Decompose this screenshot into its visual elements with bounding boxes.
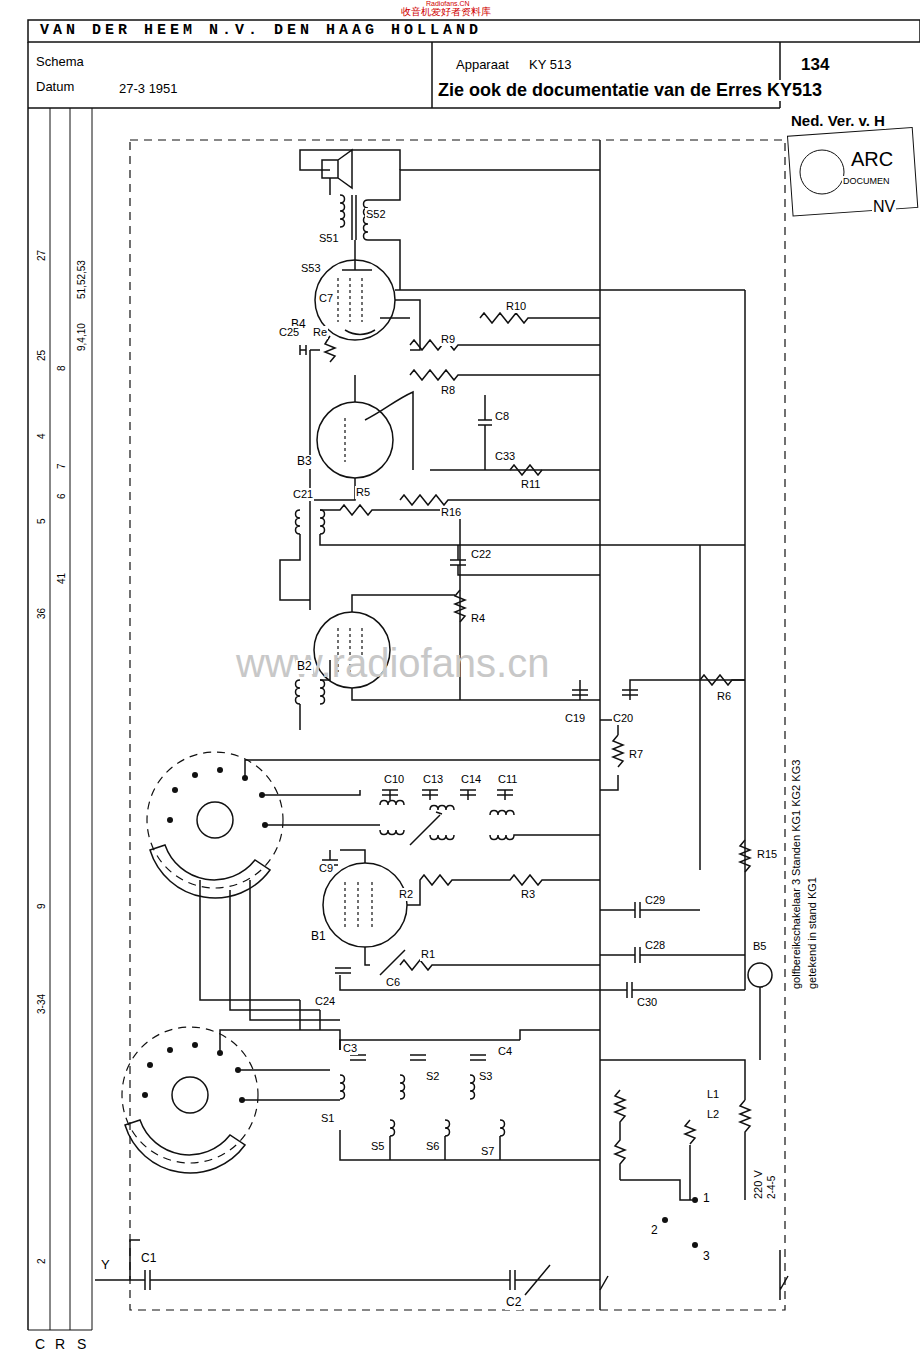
header-text: Ned. Ver. v. H: [790, 112, 886, 129]
component-label: C33: [494, 450, 516, 463]
header-text: Zie ook de documentatie van de Erres KY5…: [437, 80, 823, 101]
component-label: B1: [310, 930, 327, 944]
strip-reference: 6: [56, 492, 68, 500]
strip-reference: 36: [36, 607, 48, 620]
strip-reference: 4: [36, 432, 48, 440]
component-label: C6: [385, 976, 401, 989]
component-label: C3: [342, 1042, 358, 1055]
strip-reference: 9: [36, 902, 48, 910]
strip-reference: R: [54, 1336, 66, 1352]
component-label: S3: [478, 1070, 493, 1083]
component-label: R6: [716, 690, 732, 703]
component-label: golfbereikschakelaar 3 Standen KG1 KG2 K…: [790, 759, 803, 990]
component-label: getekend in stand KG1: [806, 876, 819, 990]
component-label: R11: [520, 478, 541, 491]
component-label: R5: [355, 486, 371, 499]
component-label: C10: [383, 773, 405, 786]
component-label: C2: [505, 1296, 522, 1310]
strip-reference: 27: [36, 249, 48, 262]
component-label: C8: [494, 410, 510, 423]
title-band: [28, 20, 920, 42]
component-label: C29: [644, 894, 666, 907]
component-label: B5: [752, 940, 767, 953]
component-label: 3: [702, 1250, 711, 1264]
component-label: R1: [420, 948, 436, 961]
strip-reference: 7: [56, 462, 68, 470]
component-label: R7: [628, 748, 644, 761]
component-label: C28: [644, 939, 666, 952]
header-text: NV: [872, 198, 896, 216]
component-label: S2: [425, 1070, 440, 1083]
component-label: S53: [300, 262, 322, 275]
component-label: C14: [460, 773, 482, 786]
component-label: R3: [520, 888, 536, 901]
header-text: Apparaat: [455, 58, 510, 73]
header-text: Datum: [35, 80, 75, 95]
header-text: 27-3 1951: [118, 82, 179, 97]
component-label: C24: [314, 995, 336, 1008]
component-label: S52: [365, 208, 387, 221]
component-label: S51: [318, 232, 340, 245]
header-text: www.radiofans.cn: [235, 640, 550, 686]
component-label: C20: [612, 712, 634, 725]
header-text: DOCUMEN: [842, 176, 891, 186]
component-label: C30: [636, 996, 658, 1009]
component-label: R16: [440, 506, 462, 519]
strip-reference: 51,52,53: [76, 259, 88, 300]
component-label: R2: [398, 888, 414, 901]
header-text: ARC: [850, 148, 894, 171]
strip-reference: 5: [36, 517, 48, 525]
strip-reference: 3-34: [36, 993, 48, 1015]
strip-reference: C: [34, 1336, 46, 1352]
component-label: R10: [505, 300, 527, 313]
component-label: S5: [370, 1140, 385, 1153]
component-label: 2-4-5: [766, 1175, 778, 1200]
header-text: 134: [800, 55, 830, 75]
strip-reference: 9,4,10: [76, 322, 88, 352]
component-label: 220 V: [752, 1169, 765, 1200]
component-label: R15: [756, 848, 778, 861]
component-label: R4: [470, 612, 486, 625]
component-label: L1: [706, 1088, 720, 1101]
component-label: R8: [440, 384, 456, 397]
component-label: S7: [480, 1145, 495, 1158]
company-title: VAN DER HEEM N.V. DEN HAAG HOLLAND: [40, 22, 482, 40]
component-label: C9: [318, 862, 334, 875]
component-label: 2: [650, 1224, 659, 1238]
strip-reference: S: [76, 1336, 87, 1352]
component-label: C13: [422, 773, 444, 786]
strip-reference: 8: [56, 364, 68, 372]
header-text: KY 513: [528, 58, 572, 73]
component-label: Re: [312, 326, 328, 339]
component-label: S1: [320, 1112, 335, 1125]
component-label: S6: [425, 1140, 440, 1153]
component-label: L2: [706, 1108, 720, 1121]
component-label: C4: [497, 1045, 513, 1058]
component-label: R9: [440, 333, 456, 346]
component-label: C22: [470, 548, 492, 561]
component-label: C1: [140, 1252, 157, 1266]
strip-reference: 25: [36, 349, 48, 362]
component-label: C7: [318, 292, 334, 305]
component-label: B3: [296, 455, 313, 469]
component-label: C19: [564, 712, 586, 725]
component-label: C25: [278, 326, 300, 339]
component-label: 1: [702, 1192, 711, 1206]
component-label: C21: [292, 488, 314, 501]
component-label: C11: [497, 773, 518, 786]
component-label: B2: [296, 660, 313, 674]
strip-reference: 2: [36, 1257, 48, 1265]
component-label: Y: [100, 1258, 111, 1273]
header-text: Schema: [35, 55, 85, 70]
strip-reference: 41: [56, 572, 68, 585]
header-text: Radiofans.CN: [425, 0, 471, 8]
